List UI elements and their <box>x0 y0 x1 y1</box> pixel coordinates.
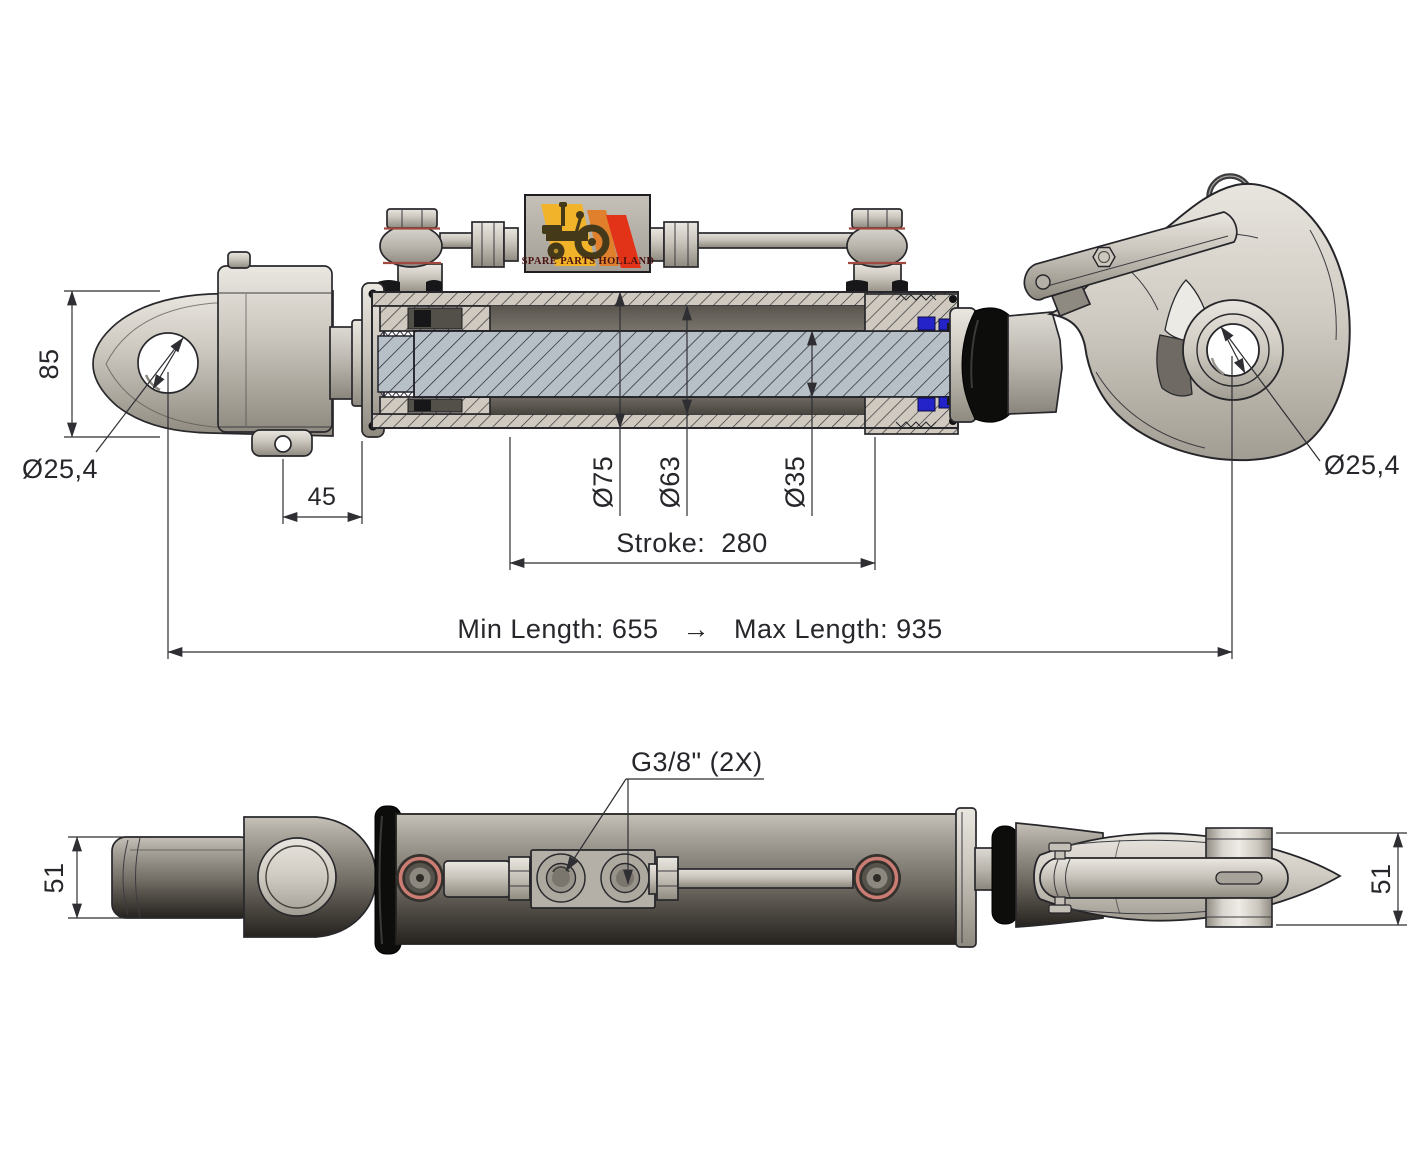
hex-fitting-left <box>508 856 531 901</box>
dim-cylinder-bore-label: Ø63 <box>655 456 685 509</box>
cylinder-section <box>361 282 978 438</box>
clevis-bracket <box>217 251 333 457</box>
bore-top <box>488 306 868 331</box>
plan-hook <box>1033 827 1342 928</box>
banjo-fitting-left <box>378 208 443 295</box>
side-view-dimensions: 85 Ø25,4 45 Ø75 Ø63 Ø35 <box>22 290 1400 659</box>
barrel-wall-top <box>371 291 946 307</box>
dim-yoke-height: 85 <box>34 290 160 438</box>
port-g38-left <box>536 853 586 903</box>
dim-pin-offset-label: 45 <box>308 483 337 511</box>
grease-nipple <box>227 251 251 269</box>
dim-length-range-label: Min Length: 655 → Max Length: 935 <box>457 614 942 644</box>
dim-yoke-width-label: 51 <box>39 862 69 893</box>
latch-rivet <box>1035 274 1051 290</box>
port-boss-right <box>853 854 901 902</box>
brand-plate: SPARE PARTS HOLLAND <box>522 194 655 273</box>
dim-length-range: Min Length: 655 → Max Length: 935 <box>167 356 1233 659</box>
plan-latch-bolts <box>1048 842 1072 914</box>
plan-view-dimensions: G3/8" (2X) 51 51 <box>39 747 1407 926</box>
hex-fitting-right <box>656 856 679 901</box>
dim-cylinder-od: Ø75 <box>588 291 625 516</box>
compression-fitting-left <box>471 221 519 268</box>
dim-stroke: Stroke: 280 <box>509 437 876 570</box>
plan-latch-bar <box>1039 857 1289 899</box>
port-g38-right <box>600 853 650 903</box>
dim-cylinder-od-label: Ø75 <box>588 456 618 509</box>
dim-rod-od: Ø35 <box>780 330 817 516</box>
lock-pin-hole <box>274 435 292 453</box>
side-view: SPARE PARTS HOLLAND <box>22 173 1400 659</box>
dim-port-thread-label: G3/8" (2X) <box>631 747 763 777</box>
dim-hook-width: 51 <box>1276 832 1407 926</box>
piston-rod-section <box>413 330 978 398</box>
bore-bottom <box>488 397 868 414</box>
yoke-articulated-end <box>92 251 369 457</box>
hook-shank <box>1007 311 1063 415</box>
dim-yoke-height-label: 85 <box>34 348 64 379</box>
rod-thread-section <box>377 335 417 393</box>
barrel-wall-bottom <box>371 413 946 429</box>
dim-yoke-bore-label: Ø25,4 <box>22 454 98 484</box>
plan-bumper <box>991 825 1019 925</box>
dim-rod-od-label: Ø35 <box>780 456 810 509</box>
compression-fitting-right <box>649 221 699 268</box>
brand-name: SPARE PARTS HOLLAND <box>522 256 655 267</box>
claw-hook <box>1023 182 1351 462</box>
dim-yoke-width: 51 <box>39 836 152 919</box>
dim-pin-offset: 45 <box>282 441 363 524</box>
plan-yoke-boss <box>257 837 337 917</box>
valve-block <box>530 849 656 909</box>
tube-nut-left <box>443 860 511 898</box>
pipe-right <box>695 232 853 249</box>
plan-latch-slot <box>1215 871 1263 885</box>
plan-end-flange <box>955 807 977 948</box>
dim-hook-bore-label: Ø25,4 <box>1324 450 1400 480</box>
rubber-bumper <box>961 307 1011 423</box>
plan-view: G3/8" (2X) 51 51 <box>39 747 1407 955</box>
tractor-icon <box>542 202 610 260</box>
plan-plumbing <box>443 849 854 909</box>
dim-cylinder-bore: Ø63 <box>655 305 692 516</box>
dim-port-thread: G3/8" (2X) <box>565 747 764 885</box>
dim-yoke-bore: Ø25,4 <box>22 337 184 484</box>
port-boss-left <box>396 854 444 902</box>
latch-bolt <box>1092 246 1116 268</box>
dim-stroke-label: Stroke: 280 <box>616 528 768 558</box>
banjo-fitting-right <box>846 208 908 295</box>
dim-hook-bore: Ø25,4 <box>1220 326 1400 480</box>
plan-yoke <box>111 816 377 938</box>
steel-pipe <box>677 868 854 889</box>
hydraulic-pipe-assembly <box>378 208 908 295</box>
dim-hook-width-label: 51 <box>1366 863 1396 894</box>
